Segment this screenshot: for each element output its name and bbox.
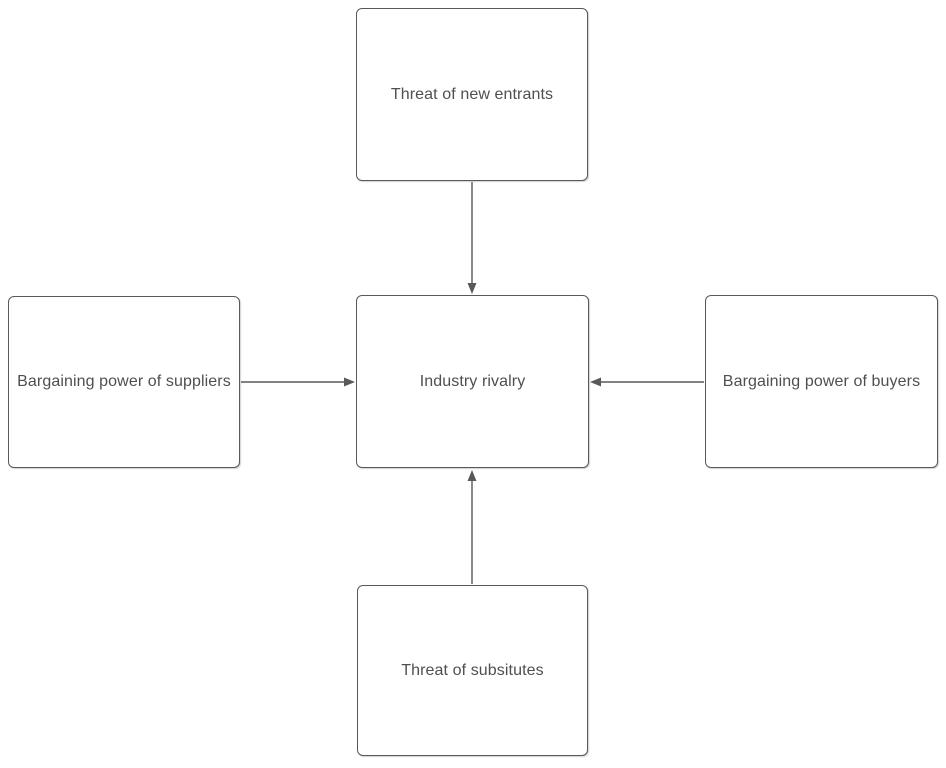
arrow-new-entrants-to-rivalry (467, 182, 477, 294)
node-label-new-entrants: Threat of new entrants (390, 85, 554, 103)
node-label-suppliers: Bargaining power of suppliers (17, 373, 231, 391)
node-label-substitutes: Threat of subsitutes (401, 661, 544, 679)
node-industry-rivalry: Industry rivalry (356, 295, 589, 468)
node-threat-of-substitutes: Threat of subsitutes (357, 585, 588, 756)
node-threat-of-new-entrants: Threat of new entrants (356, 8, 588, 181)
arrow-suppliers-to-rivalry (241, 377, 355, 387)
arrow-substitutes-to-rivalry (467, 470, 477, 584)
arrow-buyers-to-rivalry (590, 377, 704, 387)
node-bargaining-power-of-suppliers: Bargaining power of suppliers (8, 296, 240, 468)
node-bargaining-power-of-buyers: Bargaining power of buyers (705, 295, 938, 468)
node-label-rivalry: Industry rivalry (419, 372, 526, 390)
node-label-buyers: Bargaining power of buyers (722, 372, 921, 390)
